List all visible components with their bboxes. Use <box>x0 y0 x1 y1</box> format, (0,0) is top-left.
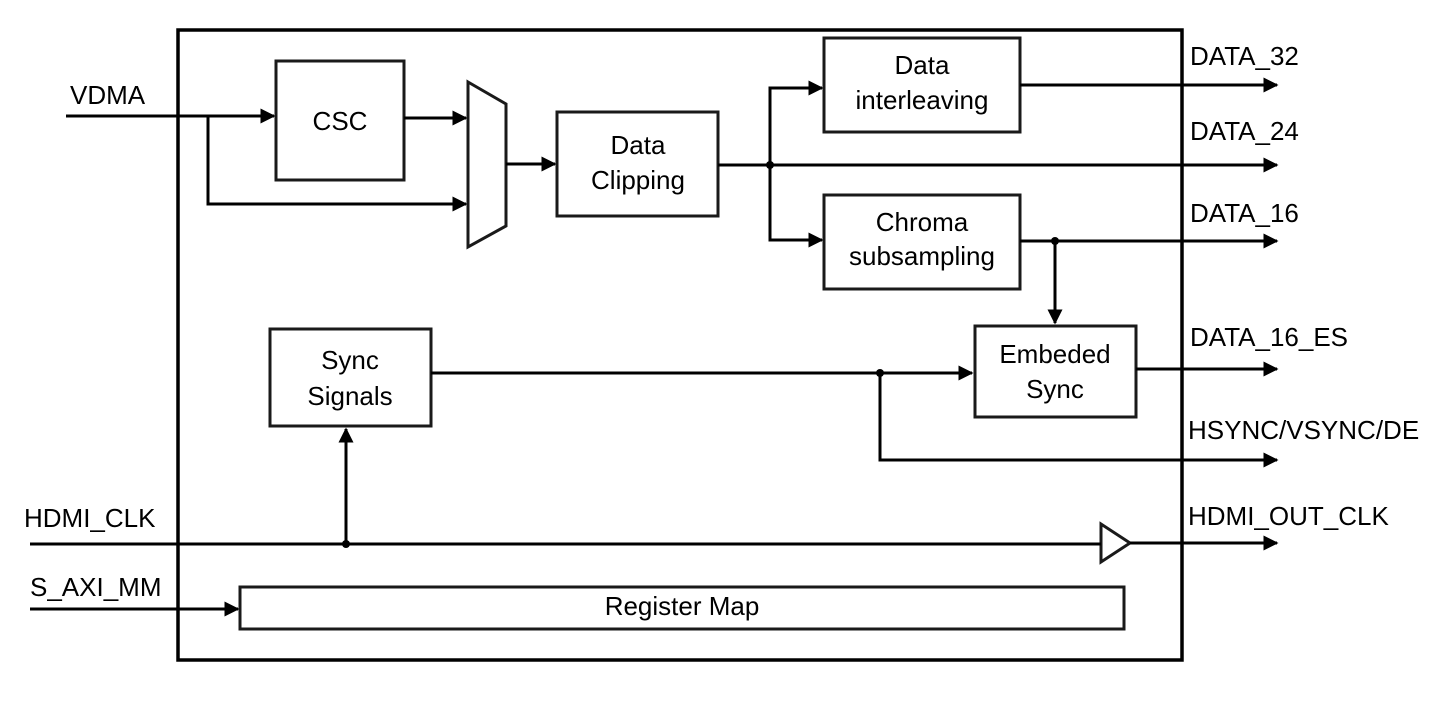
data-32-label: DATA_32 <box>1190 41 1299 71</box>
junction-dot <box>342 540 350 548</box>
to-interleaving-wire <box>768 80 824 165</box>
to-chroma-wire <box>768 165 824 248</box>
chroma-subsampling-label-line1: Chroma <box>876 207 969 237</box>
junction-dot <box>1051 237 1059 245</box>
register-map-block <box>238 585 1126 631</box>
embeded-sync-label-line2: Sync <box>1026 374 1084 404</box>
clock-buffer <box>1099 521 1133 565</box>
s-axi-mm-label: S_AXI_MM <box>30 572 162 602</box>
data-16-label: DATA_16 <box>1190 198 1299 228</box>
csc-block <box>274 59 406 182</box>
embeded-sync-label-line1: Embeded <box>999 339 1110 369</box>
mux-block <box>466 79 508 250</box>
junction-dot <box>766 161 774 169</box>
junction-dot <box>876 369 884 377</box>
csc-label: CSC <box>313 106 368 136</box>
embeded-sync-block <box>973 324 1138 419</box>
hsync-wire <box>878 373 1279 468</box>
vdma-label: VDMA <box>70 80 146 110</box>
data-clipping-label-line2: Clipping <box>591 165 685 195</box>
hdmi-clk-label: HDMI_CLK <box>24 503 156 533</box>
hsync-label: HSYNC/VSYNC/DE <box>1188 415 1419 445</box>
register-map-label: Register Map <box>605 591 760 621</box>
data-interleaving-label-line1: Data <box>895 50 950 80</box>
data-24-label: DATA_24 <box>1190 116 1299 146</box>
data-interleaving-block <box>822 36 1022 134</box>
sync-signals-label-line2: Signals <box>307 381 392 411</box>
module-frame <box>176 28 1184 662</box>
data-interleaving-label-line2: interleaving <box>856 85 989 115</box>
data-clipping-block <box>555 110 720 218</box>
data-16-es-label: DATA_16_ES <box>1190 322 1348 352</box>
data-clipping-label-line1: Data <box>611 130 666 160</box>
vdma-bypass-wire <box>206 116 468 212</box>
sync-signals-block <box>268 327 433 428</box>
chroma-subsampling-label-line2: subsampling <box>849 241 995 271</box>
hdmi-out-clk-label: HDMI_OUT_CLK <box>1188 501 1389 531</box>
sync-signals-label-line1: Sync <box>321 345 379 375</box>
